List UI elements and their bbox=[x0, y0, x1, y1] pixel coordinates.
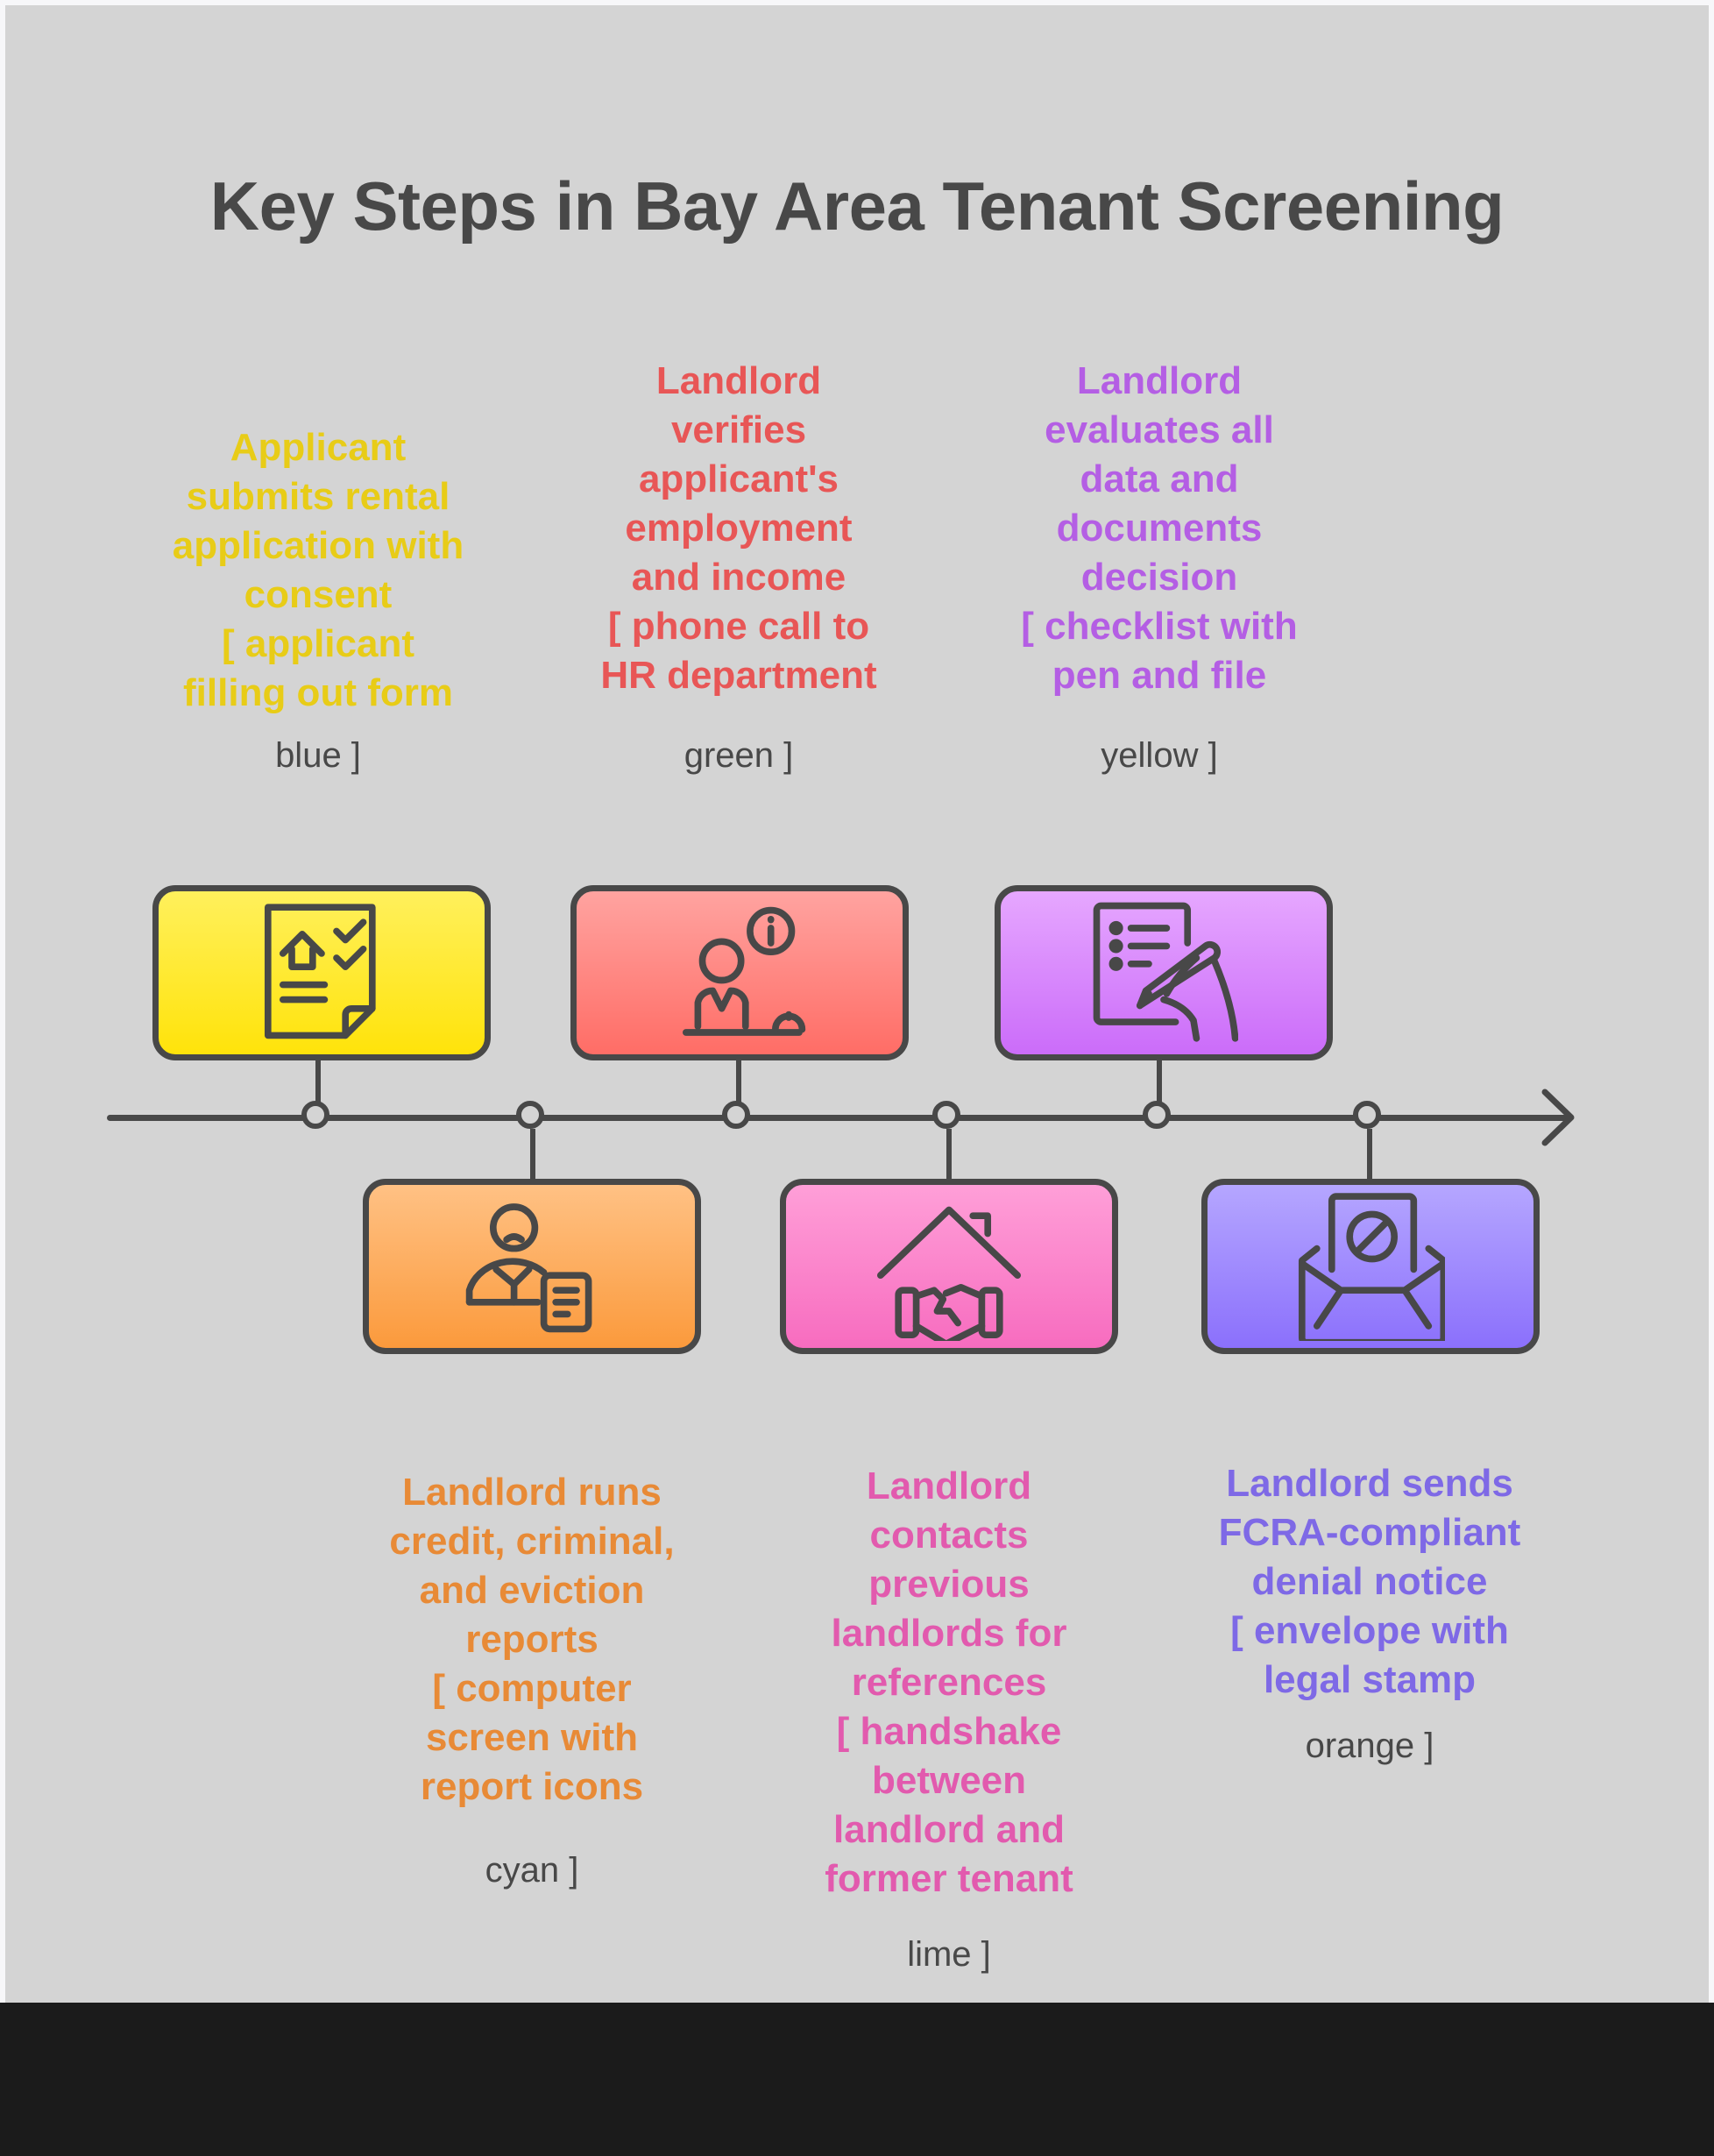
step-2-description-line: report icons bbox=[420, 1765, 644, 1808]
house-handshake-icon bbox=[876, 1206, 1022, 1341]
step-5-tag: yellow ] bbox=[1101, 736, 1218, 775]
step-5-description-line: decision bbox=[1080, 556, 1238, 599]
step-6-description-line: legal stamp bbox=[1263, 1658, 1477, 1701]
step-2-description-line: screen with bbox=[425, 1716, 639, 1759]
step-3-description-line: employment bbox=[625, 507, 853, 550]
step-6-box bbox=[1201, 1179, 1540, 1354]
footer-band bbox=[0, 2003, 1714, 2156]
step-4-description-line: Landlord bbox=[866, 1465, 1032, 1507]
step-2-connector bbox=[530, 1129, 535, 1181]
step-2-description-line: reports bbox=[465, 1618, 598, 1661]
step-3-node bbox=[722, 1101, 750, 1129]
timeline-arrowhead-icon bbox=[1541, 1089, 1575, 1146]
step-5-box bbox=[995, 885, 1333, 1060]
step-6-description-line: FCRA-compliant bbox=[1218, 1511, 1521, 1554]
step-1-description-line: filling out form bbox=[183, 671, 453, 714]
step-5-connector bbox=[1157, 1054, 1162, 1109]
step-3-description-line: verifies bbox=[670, 408, 807, 451]
step-1-description-line: submits rental bbox=[186, 475, 450, 518]
step-5-description-line: pen and file bbox=[1052, 654, 1267, 697]
person-with-report-icon bbox=[465, 1203, 592, 1333]
step-4-description-line: former tenant bbox=[825, 1857, 1073, 1900]
step-1-description-line: application with bbox=[172, 524, 464, 567]
step-3-description-line: applicant's bbox=[638, 457, 839, 500]
step-4-description-line: landlord and bbox=[833, 1808, 1065, 1851]
step-4-node bbox=[932, 1101, 960, 1129]
step-1-description: Applicant submits rental application with c… bbox=[134, 423, 502, 718]
reception-desk-info-icon bbox=[682, 906, 806, 1036]
step-1-description-line: Applicant bbox=[230, 426, 407, 469]
step-1-node bbox=[301, 1101, 329, 1129]
step-4-connector bbox=[946, 1129, 952, 1181]
step-3-connector bbox=[736, 1054, 741, 1109]
step-4-description-line: landlords for bbox=[831, 1612, 1067, 1655]
step-1-description-line: [ applicant bbox=[221, 622, 415, 665]
step-5-description-line: evaluates all bbox=[1045, 408, 1274, 451]
step-5-description: Landlord evaluates all data and documents de… bbox=[975, 357, 1343, 700]
step-4-description-line: between bbox=[871, 1759, 1027, 1802]
step-2-description: Landlord runs credit, criminal, and evicti… bbox=[348, 1468, 716, 1812]
step-2-box bbox=[363, 1179, 701, 1354]
step-2-node bbox=[516, 1101, 544, 1129]
step-3-box bbox=[570, 885, 909, 1060]
step-3-description-line: and income bbox=[631, 556, 846, 599]
step-4-description-line: contacts bbox=[869, 1514, 1029, 1557]
step-5-description-line: Landlord bbox=[1076, 359, 1243, 402]
step-2-tag: cyan ] bbox=[485, 1851, 579, 1890]
step-2-description-line: [ computer bbox=[432, 1667, 632, 1710]
step-4-description-line: [ handshake bbox=[836, 1710, 1062, 1753]
step-2-description-line: Landlord runs bbox=[402, 1471, 662, 1514]
step-4-tag: lime ] bbox=[907, 1935, 991, 1974]
step-5-description-line: data and bbox=[1080, 457, 1239, 500]
step-4-description: Landlord contacts previous landlords for ref… bbox=[765, 1462, 1133, 1904]
step-2-description-line: and eviction bbox=[419, 1569, 645, 1612]
step-5-node bbox=[1143, 1101, 1171, 1129]
step-3-description: Landlord verifies applicant's employment and… bbox=[555, 357, 923, 700]
step-6-description-line: denial notice bbox=[1251, 1560, 1488, 1603]
step-6-node bbox=[1353, 1101, 1381, 1129]
step-4-box bbox=[780, 1179, 1118, 1354]
step-1-description-line: consent bbox=[244, 573, 393, 616]
application-form-checklist-icon bbox=[264, 904, 376, 1039]
step-3-description-line: Landlord bbox=[655, 359, 822, 402]
step-5-description-line: [ checklist with bbox=[1021, 605, 1298, 648]
step-3-description-line: HR department bbox=[600, 654, 877, 697]
diagram-title: Key Steps in Bay Area Tenant Screening bbox=[209, 167, 1505, 245]
step-1-box bbox=[152, 885, 491, 1060]
step-6-description-line: Landlord sends bbox=[1226, 1462, 1513, 1505]
step-3-description-line: [ phone call to bbox=[607, 605, 870, 648]
timeline-axis bbox=[107, 1115, 1569, 1121]
step-6-tag: orange ] bbox=[1305, 1727, 1434, 1765]
envelope-denied-icon bbox=[1298, 1193, 1445, 1341]
step-3-tag: green ] bbox=[683, 736, 794, 775]
document-signing-icon bbox=[1093, 902, 1238, 1042]
step-6-connector bbox=[1367, 1129, 1372, 1181]
step-6-description-line: [ envelope with bbox=[1230, 1609, 1509, 1652]
step-4-description-line: references bbox=[851, 1661, 1047, 1704]
step-4-description-line: previous bbox=[868, 1563, 1030, 1606]
step-1-connector bbox=[315, 1054, 321, 1109]
step-2-description-line: credit, criminal, bbox=[389, 1520, 675, 1563]
step-1-tag: blue ] bbox=[275, 736, 361, 775]
step-5-description-line: documents bbox=[1056, 507, 1263, 550]
